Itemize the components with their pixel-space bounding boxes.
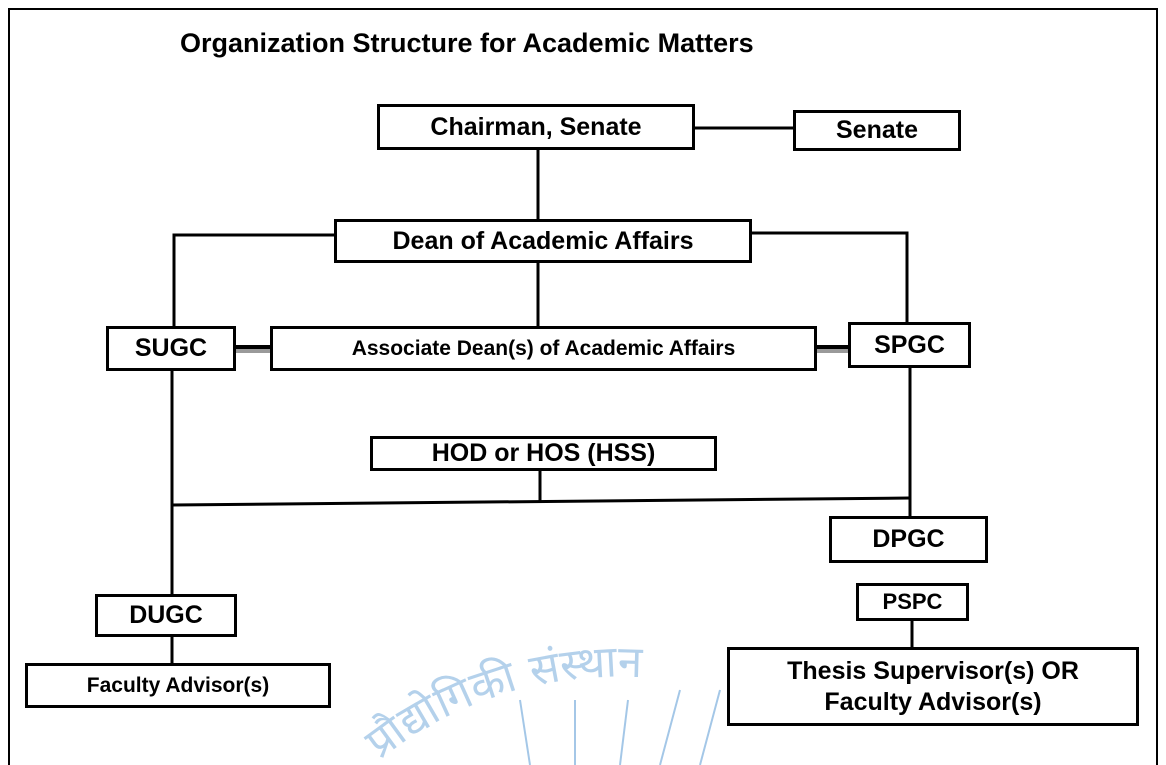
node-label: DPGC xyxy=(872,525,945,554)
node-senate: Senate xyxy=(793,110,961,151)
connector-dean-sugc xyxy=(172,233,334,327)
node-dpgc: DPGC xyxy=(829,516,988,563)
node-label: Senate xyxy=(836,116,918,145)
node-pspc: PSPC xyxy=(856,583,969,621)
connector-dean-spgc xyxy=(752,231,909,322)
node-label: Faculty Advisor(s) xyxy=(86,673,270,697)
node-label: SUGC xyxy=(134,334,208,363)
node-dean-academic-affairs: Dean of Academic Affairs xyxy=(334,219,752,263)
diagram-title: Organization Structure for Academic Matt… xyxy=(180,28,754,58)
diagram-frame xyxy=(8,8,1158,765)
node-thesis-supervisor: Thesis Supervisor(s) OR Faculty Advisor(… xyxy=(727,647,1139,726)
node-label: Chairman, Senate xyxy=(430,112,642,141)
connector-hod-bus xyxy=(171,496,911,507)
node-label: SPGC xyxy=(874,330,945,359)
node-dugc: DUGC xyxy=(95,594,237,637)
node-label: HOD or HOS (HSS) xyxy=(431,439,656,468)
node-hod-hos: HOD or HOS (HSS) xyxy=(370,436,717,471)
node-label: Dean of Academic Affairs xyxy=(392,226,694,255)
node-label: DUGC xyxy=(129,601,203,630)
node-label: PSPC xyxy=(882,588,943,614)
node-faculty-advisor: Faculty Advisor(s) xyxy=(25,663,331,708)
node-spgc: SPGC xyxy=(848,322,971,368)
node-label: Thesis Supervisor(s) OR Faculty Advisor(… xyxy=(787,657,1079,716)
node-associate-dean: Associate Dean(s) of Academic Affairs xyxy=(270,326,817,371)
node-label: Associate Dean(s) of Academic Affairs xyxy=(351,336,736,360)
connector-sugc-associate-spgc xyxy=(236,345,848,353)
node-chairman-senate: Chairman, Senate xyxy=(377,104,695,150)
node-sugc: SUGC xyxy=(106,326,236,371)
